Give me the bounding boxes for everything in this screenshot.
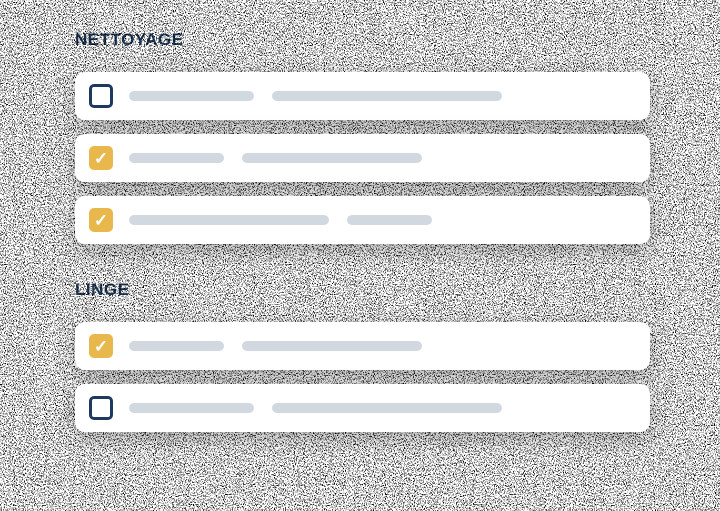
check-icon: ✓ [93,148,109,168]
checklist-page: NETTOYAGE ✓ ✓ ✓ LINGE ✓ ✓ [75,30,650,432]
placeholder-bar [272,91,502,101]
section-items: ✓ ✓ [75,322,650,432]
check-icon: ✓ [93,336,109,356]
checkbox[interactable]: ✓ [89,396,113,420]
section-title: LINGE [75,280,130,299]
checklist-item[interactable]: ✓ [75,72,650,120]
section-title: NETTOYAGE [75,30,184,49]
checklist-section: LINGE ✓ ✓ [75,280,650,432]
placeholder-bar [242,153,422,163]
checkbox[interactable]: ✓ [89,146,113,170]
item-bars [129,403,502,413]
placeholder-bar [129,403,254,413]
placeholder-bar [129,153,224,163]
item-bars [129,153,422,163]
item-bars [129,215,432,225]
placeholder-bar [272,403,502,413]
checkbox[interactable]: ✓ [89,334,113,358]
checklist-section: NETTOYAGE ✓ ✓ ✓ [75,30,650,244]
checklist-item[interactable]: ✓ [75,134,650,182]
checklist-item[interactable]: ✓ [75,322,650,370]
placeholder-bar [129,91,254,101]
placeholder-bar [129,341,224,351]
check-icon: ✓ [93,210,109,230]
item-bars [129,341,422,351]
checkbox[interactable]: ✓ [89,208,113,232]
checklist-item[interactable]: ✓ [75,384,650,432]
checkbox[interactable]: ✓ [89,84,113,108]
section-items: ✓ ✓ ✓ [75,72,650,244]
placeholder-bar [347,215,432,225]
checklist-item[interactable]: ✓ [75,196,650,244]
placeholder-bar [242,341,422,351]
item-bars [129,91,502,101]
placeholder-bar [129,215,329,225]
